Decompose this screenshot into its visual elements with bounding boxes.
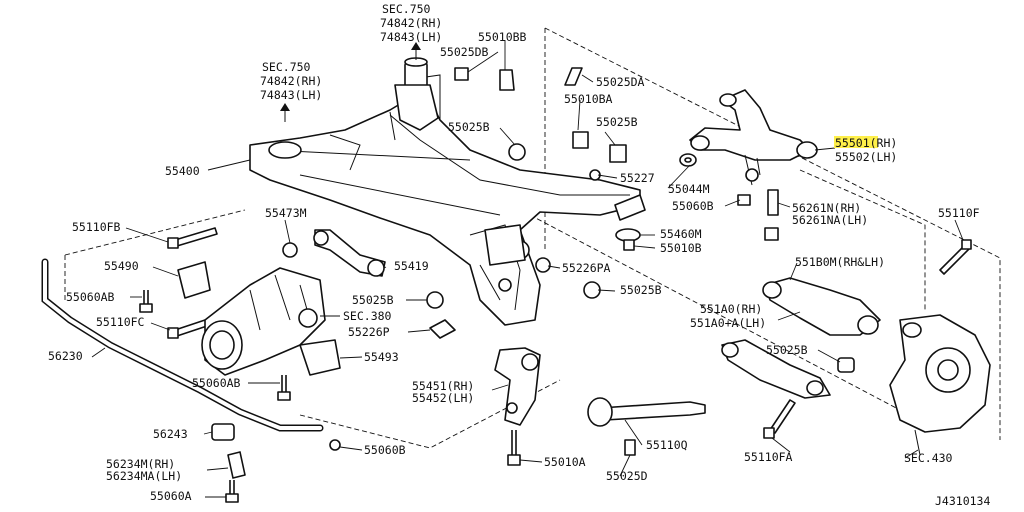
dashed-outline-knuckle xyxy=(799,169,926,310)
part-label: 55460M xyxy=(660,227,702,241)
part-label: 55473M xyxy=(265,206,307,220)
part-label: 551A0+A(LH) xyxy=(690,316,766,330)
bracket-55451 xyxy=(494,347,541,426)
part-label: 55451(RH) xyxy=(412,379,474,393)
part-label: 55452(LH) xyxy=(412,391,474,405)
part-label: 551A0(RH) xyxy=(700,302,762,316)
dashed-outline-stabilizer xyxy=(64,209,561,449)
diff-mounts xyxy=(177,261,341,376)
toe-link xyxy=(587,397,706,456)
part-label: 55493 xyxy=(364,350,399,364)
part-55501-label: 55501(RH) xyxy=(835,136,897,150)
part-label: 55490 xyxy=(104,259,139,273)
sec750-left-rh: 74842(RH) xyxy=(260,74,322,88)
part-label: 55226PA xyxy=(562,261,611,275)
part-label: 55060A xyxy=(150,489,192,503)
small-hardware xyxy=(282,67,779,339)
part-label: 55060AB xyxy=(66,290,115,304)
part-label: 55010B xyxy=(660,241,702,255)
sec750-top-lh: 74843(LH) xyxy=(380,30,442,44)
lower-arm-551b0m xyxy=(762,277,881,336)
part-label: 55025B xyxy=(352,293,394,307)
part-label: 55060B xyxy=(672,199,714,213)
part-label: 55025DB xyxy=(440,45,489,59)
part-label: 56261N(RH) xyxy=(792,201,861,215)
part-label: 56261NA(LH) xyxy=(792,213,868,227)
part-highlight xyxy=(834,136,878,148)
sec430-label: SEC.430 xyxy=(904,451,953,465)
sec750-top-rh: 74842(RH) xyxy=(380,16,442,30)
part-label: 55227 xyxy=(620,171,655,185)
part-label: 56234M(RH) xyxy=(106,457,175,471)
part-label: 55110FB xyxy=(72,220,121,234)
sec750-top-title: SEC.750 xyxy=(382,2,431,16)
dashed-outline-upper-link xyxy=(544,27,1001,440)
part-label: 55010BA xyxy=(564,92,613,106)
part-label: 55025B xyxy=(766,343,808,357)
leader-lines xyxy=(91,40,964,498)
part-label: 55025B xyxy=(448,120,490,134)
part-label: 55044M xyxy=(668,182,710,196)
part-label: 55110FA xyxy=(744,450,793,464)
sec750-left-callout: SEC.750 74842(RH) 74843(LH) xyxy=(260,60,322,102)
rear-crossmember xyxy=(249,57,641,326)
sec750-left-title: SEC.750 xyxy=(262,60,311,74)
part-label: 551B0M(RH&LH) xyxy=(795,255,885,269)
sec750-left-lh: 74843(LH) xyxy=(260,88,322,102)
lower-arm-551a0 xyxy=(721,339,855,399)
part-label: 55226P xyxy=(348,325,390,339)
part-label: 55010BB xyxy=(478,30,527,44)
part-label: 55060AB xyxy=(192,376,241,390)
part-label: 55010A xyxy=(544,455,586,469)
rear-differential xyxy=(201,267,326,376)
rear-knuckle xyxy=(889,314,991,456)
sec750-top-callout: SEC.750 74842(RH) 74843(LH) xyxy=(380,2,442,44)
part-label: 56234MA(LH) xyxy=(106,469,182,483)
part-label: 55060B xyxy=(364,443,406,457)
part-label: 55025B xyxy=(620,283,662,297)
part-label: 55025D xyxy=(606,469,648,483)
part-label: 55400 xyxy=(165,164,200,178)
part-label: 55502(LH) xyxy=(835,150,897,164)
bolts xyxy=(139,227,972,503)
diagram-id: J4310134 xyxy=(935,494,990,508)
part-label: 55025B xyxy=(596,115,638,129)
part-label: 56243 xyxy=(153,427,188,441)
part-label: 55419 xyxy=(394,259,429,273)
stabilizer-bar xyxy=(41,258,341,479)
sec380-label: SEC.380 xyxy=(343,309,392,323)
arrow-to-sec750 xyxy=(280,42,421,122)
part-label: 55110Q xyxy=(646,438,688,452)
part-label: 56230 xyxy=(48,349,83,363)
part-label: 55025DA xyxy=(596,75,645,89)
part-label: 55110F xyxy=(938,206,980,220)
part-label: 55110FC xyxy=(96,315,145,329)
upper-link-arm xyxy=(689,89,818,206)
